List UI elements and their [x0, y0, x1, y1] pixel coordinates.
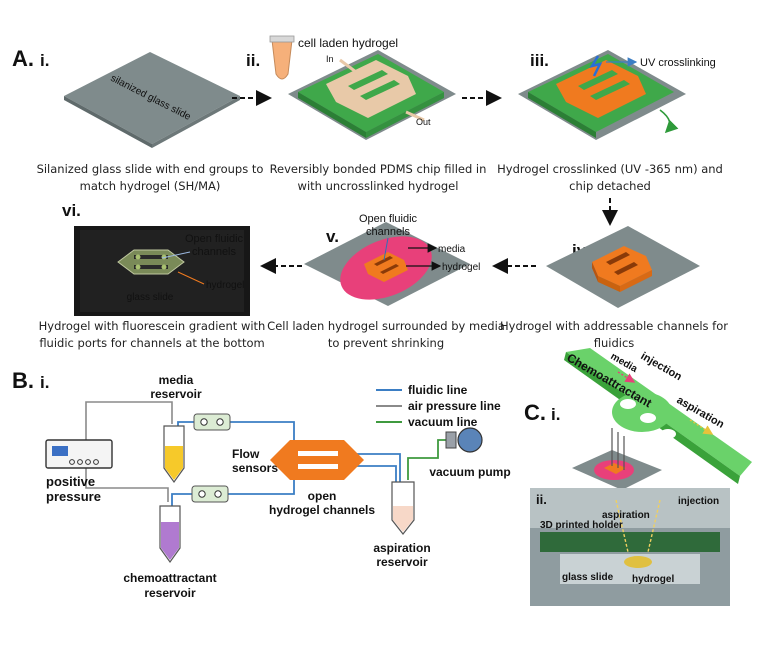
injection-label: injection: [639, 350, 684, 383]
aspiration-reservoir-line2: reservoir: [376, 555, 428, 569]
caption-a-i-line2: match hydrogel (SH/MA): [80, 179, 221, 193]
positive-pressure-line1: positive: [46, 474, 95, 489]
legend-fluidic-label: fluidic line: [408, 383, 468, 397]
caption-a-iii-line1: Hydrogel crosslinked (UV -365 nm) and: [497, 162, 723, 176]
step-a-ii-number: ii.: [246, 51, 260, 70]
vi-open-channels-line2: channels: [192, 246, 237, 258]
media-reservoir-line2: reservoir: [150, 387, 202, 401]
out-label: Out: [416, 117, 431, 127]
cell-laden-hydrogel-label: cell laden hydrogel: [298, 36, 398, 50]
flow-sensor-bottom: [191, 485, 229, 503]
caption-a-vi-line2: fluidic ports for channels at the bottom: [39, 336, 264, 350]
silanized-glass-slide: [64, 52, 240, 144]
panel-a-label: A.: [12, 46, 34, 71]
uv-lightning-icon: [589, 55, 603, 77]
aspiration-reservoir-line1: aspiration: [373, 541, 430, 555]
caption-a-vi-line1: Hydrogel with fluorescein gradient with: [39, 319, 266, 333]
chemoattractant-reservoir-line2: reservoir: [144, 586, 196, 600]
caption-a-iv-line2: fluidics: [594, 336, 635, 350]
media-label: media: [438, 244, 466, 255]
hydrogel-tube-icon: [269, 35, 295, 80]
hydrogel-chamber: [326, 60, 416, 118]
caption-a-ii-line1: Reversibly bonded PDMS chip filled in: [270, 162, 487, 176]
step-a-i: i. silanized glass slide Silanized glass…: [37, 51, 264, 193]
vi-hydrogel-label: hydrogel: [206, 280, 244, 291]
c-ii-number: ii.: [536, 492, 547, 507]
c-ii-hydrogel-label: hydrogel: [632, 574, 674, 585]
open-channels-line1: open: [308, 489, 337, 503]
c-ii-aspiration-label: aspiration: [602, 510, 650, 521]
vacuum-pump-label: vacuum pump: [429, 465, 510, 479]
flow-sensors-line2: sensors: [232, 461, 278, 475]
panel-b-label: B.: [12, 368, 34, 393]
vi-open-channels-line1: Open fluidic: [185, 233, 244, 245]
in-label: In: [326, 54, 334, 64]
flow-sensor-top: [193, 413, 231, 431]
c-ii-injection-label: injection: [678, 496, 719, 507]
step-a-ii: ii. cell laden hydrogel In Out Reversibl…: [246, 35, 487, 193]
printed-holder: [564, 348, 752, 484]
media-reservoir: [163, 425, 185, 484]
caption-a-iv-line1: Hydrogel with addressable channels for: [500, 319, 728, 333]
c-chip: [572, 428, 662, 490]
panel-c-label: C.: [524, 400, 546, 425]
caption-a-i-line1: Silanized glass slide with end groups to: [37, 162, 264, 176]
aspiration-reservoir: [391, 481, 415, 535]
caption-a-ii-line2: with uncrosslinked hydrogel: [298, 179, 459, 193]
detach-arrow: [659, 109, 679, 134]
caption-a-iii-line2: chip detached: [569, 179, 651, 193]
v-hydrogel-label: hydrogel: [442, 262, 480, 273]
step-a-iii: iii. UV crosslinking Hydrogel crosslinke…: [497, 50, 723, 193]
step-a-iv: iv. Hydrogel with addressable channels f…: [500, 226, 728, 350]
vacuum-line: [407, 439, 446, 480]
c-ii-glass-label: glass slide: [562, 572, 614, 583]
positive-pressure-line2: pressure: [46, 489, 101, 504]
step-a-vi-number: vi.: [62, 201, 81, 220]
step-a-iii-number: iii.: [530, 51, 549, 70]
iv-hydrogel: [592, 246, 652, 286]
step-a-v: v. Open fluidic channels media hydrogel …: [267, 213, 505, 350]
air-pressure-lines: [85, 401, 173, 502]
caption-a-v-line2: to prevent shrinking: [328, 336, 444, 350]
pressure-controller: [45, 439, 113, 469]
step-a-i-number: i.: [40, 51, 49, 70]
legend: fluidic line air pressure line vacuum li…: [376, 383, 501, 429]
v-open-channels-line2: channels: [366, 226, 411, 238]
hydrogel-chip-icon: [270, 440, 364, 480]
legend-vacuum-label: vacuum line: [408, 415, 478, 429]
crosslinked-hydrogel: [556, 60, 646, 118]
holder-photo: [530, 488, 730, 606]
v-open-channels-line1: Open fluidic: [359, 213, 418, 225]
c-ii-holder-label: 3D printed holder: [540, 520, 623, 531]
caption-a-v-line1: Cell laden hydrogel surrounded by media: [267, 319, 505, 333]
open-channels-line2: hydrogel channels: [269, 503, 375, 517]
panel-c-number: i.: [551, 405, 560, 424]
flow-sensors-line1: Flow: [232, 447, 260, 461]
media-reservoir-line1: media: [159, 373, 194, 387]
step-a-vi: vi. Open fluidic channels hydrogel glass…: [39, 201, 266, 350]
chemoattractant-reservoir-line1: chemoattractant: [123, 571, 216, 585]
vacuum-pump-icon: [445, 427, 483, 453]
panel-b-number: i.: [40, 373, 49, 392]
legend-air-label: air pressure line: [408, 399, 501, 413]
v-hydrogel: [364, 252, 408, 282]
chemoattractant-reservoir: [159, 505, 181, 564]
uv-crosslinking-label: UV crosslinking: [640, 57, 716, 69]
vi-glass-slide-label: glass slide: [127, 292, 174, 303]
step-a-v-number: v.: [326, 227, 339, 246]
